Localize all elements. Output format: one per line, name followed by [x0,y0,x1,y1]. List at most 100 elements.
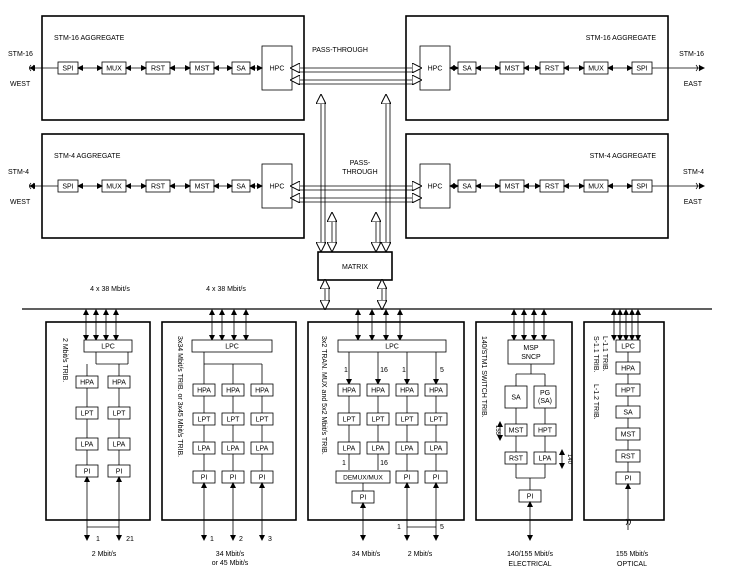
block-lpt: LPT [343,417,357,424]
block-sa: SA [511,395,521,402]
channel-number: 5 [440,367,444,374]
block-pi: PI [230,475,237,482]
block-pi: PI [84,469,91,476]
block-mst: MST [505,66,521,73]
trib-vertical-label: 140/STM1 SWITCH TRIB. [480,336,487,418]
block-rst: RST [621,454,636,461]
trib-vertical-label: S-1.1 TRIB. [592,336,599,372]
trib-vertical-label: 2 Mbit/s TRIB. [61,338,68,382]
hpc-box [261,163,293,209]
trib-rate-label: OPTICAL [617,561,647,568]
block-sa: SA [236,184,246,191]
hpc-label: HPC [428,184,443,191]
block-lpa: LPA [430,446,443,453]
block-pi: PI [625,476,632,483]
lpc-label-box [191,339,273,353]
block-rst: RST [545,66,560,73]
msp-label: MSP [523,345,539,352]
bus-rate-label: 4 x 38 Mbit/s [90,286,130,293]
side-label: EAST [684,199,703,206]
block-pi: PI [433,475,440,482]
block-rst: RST [151,66,166,73]
pass-through-label: PASS-THROUGH [312,47,368,54]
bus-rate-label: 4 x 38 Mbit/s [206,286,246,293]
trib-rate-label: or 45 Mbit/s [212,560,249,567]
block-lpa: LPA [343,446,356,453]
block-hpa: HPA [255,388,269,395]
block-spi: SPI [62,184,73,191]
lpc-label: LPC [225,344,239,351]
port-label: STM-4 [683,169,704,176]
block-pg-sa: (SA) [538,398,552,405]
trib-vertical-label: L-1.2 TRIB. [592,384,599,420]
block-sa: SA [462,184,472,191]
hpc-label: HPC [270,66,285,73]
block-mux: MUX [588,66,604,73]
block-lpt: LPT [198,417,212,424]
channel-number: 1 [402,367,406,374]
fiber-connector-icon [695,182,701,190]
fiber-connector-icon [29,64,35,72]
channel-number: 1 [342,460,346,467]
block-lpa: LPA [372,446,385,453]
fiber-connector-icon [625,518,631,526]
channel-number: 16 [380,460,388,467]
port-label: STM-16 [8,51,33,58]
block-lpt: LPT [372,417,386,424]
pass-through-label: THROUGH [342,169,377,176]
trib-rate-label: 140/155 Mbit/s [507,551,553,558]
trib-34mbit [161,321,297,521]
port-number: 2 [239,536,243,543]
trib-2mbit [45,321,151,521]
block-lpa: LPA [227,446,240,453]
fiber-curve [628,518,631,526]
block-hpt: HPT [538,428,553,435]
fiber-curve [695,64,698,72]
fiber-curve [625,518,628,526]
block-lpt: LPT [430,417,444,424]
block-hpt: HPT [621,388,636,395]
block-lpa: LPA [113,442,126,449]
block-lpt: LPT [401,417,415,424]
block-pi: PI [527,494,534,501]
side-rate-label: 155 [494,425,500,436]
trib-rate-label: 2 Mbit/s [408,551,433,558]
block-spi: SPI [636,184,647,191]
trib-vertical-label: 3x34 Mbit/s TRIB. or 3x45 Mbit/s TRIB. [176,336,183,457]
port-number: 3 [268,536,272,543]
block-lpa: LPA [198,446,211,453]
block-lpt: LPT [256,417,270,424]
block-hpa: HPA [112,380,126,387]
matrix-box [317,251,393,281]
block-mux: MUX [588,184,604,191]
fiber-curve [29,64,32,72]
block-hpa: HPA [197,388,211,395]
block-sa: SA [462,66,472,73]
side-label: EAST [684,81,703,88]
trib-rate-label: 34 Mbit/s [216,551,245,558]
port-number: 5 [440,524,444,531]
aggregate-title: STM-4 AGGREGATE [54,153,121,160]
block-lpa: LPA [256,446,269,453]
hpc-box [419,163,451,209]
lpc-label-box [83,339,133,353]
block-mux: MUX [106,184,122,191]
block-pi: PI [404,475,411,482]
fiber-curve [698,64,701,72]
block-sa: SA [623,410,633,417]
block-hpa: HPA [429,388,443,395]
snc-label: SNCP [521,354,541,361]
fiber-connector-icon [695,64,701,72]
trib-rate-label: 34 Mbit/s [352,551,381,558]
fiber-curve [29,182,32,190]
port-number: 21 [126,536,134,543]
block-pi: PI [259,475,266,482]
block-mst: MST [509,428,525,435]
channel-number: 1 [344,367,348,374]
port-label: STM-16 [679,51,704,58]
block-hpa: HPA [80,380,94,387]
block-mst: MST [195,184,211,191]
aggregate-title: STM-16 AGGREGATE [586,35,657,42]
block-mux: MUX [106,66,122,73]
